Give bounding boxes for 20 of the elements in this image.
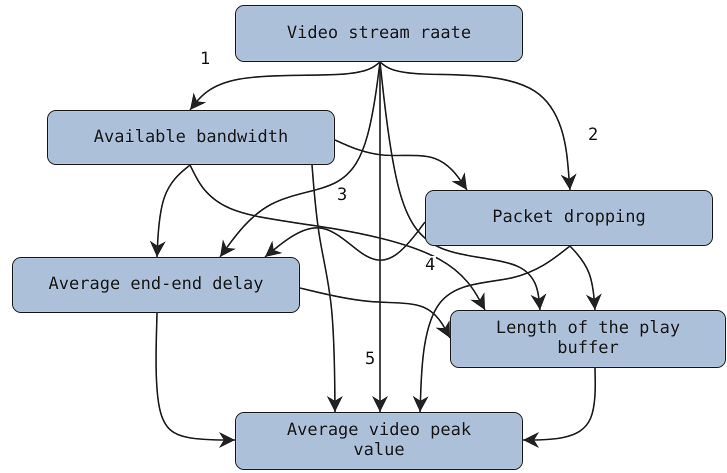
process-box: Average video peak value <box>235 412 523 470</box>
arrow <box>264 222 426 261</box>
arrow <box>311 164 343 412</box>
process-box: Available bandwidth <box>47 110 335 165</box>
arrow <box>300 287 451 338</box>
process-box: Length of the play buffer <box>450 310 726 368</box>
arrow <box>150 164 191 258</box>
arrow <box>569 245 602 310</box>
arrow <box>372 62 388 412</box>
process-box: Packet dropping <box>425 190 713 246</box>
arrow <box>334 139 468 190</box>
process-box: Video stream raate <box>235 5 523 62</box>
arrow <box>412 245 570 412</box>
process-box: Average end-end delay <box>12 257 300 313</box>
arrow <box>379 62 546 310</box>
arrow <box>523 368 596 448</box>
arrow <box>189 164 486 310</box>
arrow <box>189 61 380 110</box>
arrow <box>155 312 235 448</box>
arrow <box>380 61 577 190</box>
